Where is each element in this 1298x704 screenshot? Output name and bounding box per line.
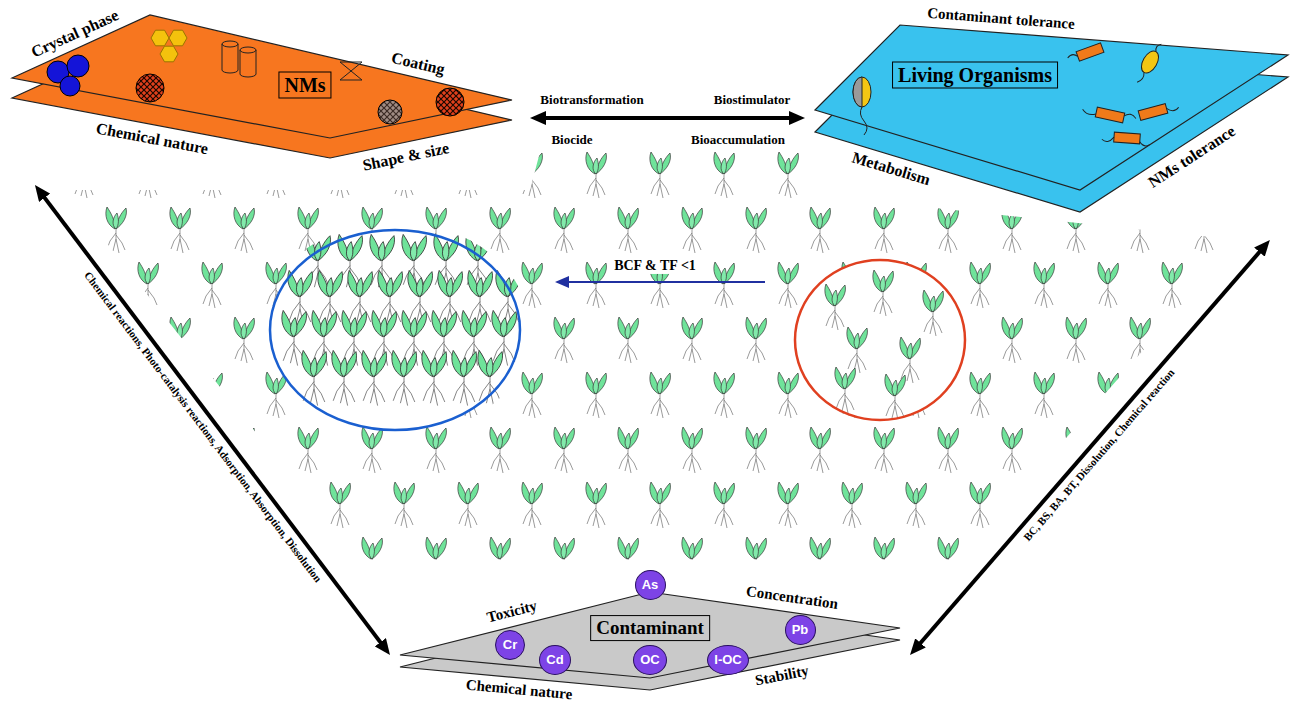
plant-icon: [302, 350, 327, 405]
bacterial-rod: [1082, 104, 1137, 125]
plant-icon: [847, 327, 868, 373]
bacterium-icon: [1132, 40, 1167, 86]
plant-icon: [318, 270, 343, 325]
element-symbol: Cr: [503, 638, 517, 652]
edge-label: BC, BS, BA, BT, Dissolution, Chemical re…: [1021, 366, 1177, 543]
nanomaterial-panel: NMsCrystal phaseCoatingChemical natureSh…: [0, 0, 530, 185]
plant-icon: [923, 290, 944, 336]
ratio-arrow: [562, 281, 765, 283]
edge-label: Chemical reactions, Photo-catalysis reac…: [82, 269, 325, 584]
plant-icon: [452, 350, 477, 405]
plant-icon: [392, 350, 417, 405]
plant-icon: [332, 350, 357, 405]
double-arrow: [538, 116, 797, 120]
plant-icon: [438, 270, 463, 325]
plant-icon: [408, 270, 433, 325]
bacterial-rod: [1067, 43, 1104, 65]
contaminant-circle: As: [635, 570, 666, 600]
plant-icon: [348, 270, 373, 325]
contaminant-panel: ContaminantToxicityConcentrationChemical…: [390, 566, 910, 704]
low-uptake-circle: [795, 260, 965, 420]
contaminant-circle: OC: [633, 645, 667, 675]
panel-title: Contaminant: [590, 615, 710, 641]
element-symbol: OC: [640, 653, 660, 667]
plant-icon: [825, 284, 846, 330]
plant-icon: [468, 270, 493, 325]
ratio-label: BCF & TF <1: [611, 258, 699, 274]
contaminant-circle: Cr: [495, 630, 525, 660]
interaction-label: Bioaccumulation: [691, 133, 785, 148]
element-symbol: Cd: [546, 653, 563, 667]
plant-icon: [492, 310, 517, 365]
interaction-label: Biostimulator: [714, 93, 791, 108]
bacterium-icon: [853, 77, 871, 135]
element-symbol: I-OC: [714, 653, 741, 667]
element-symbol: Pb: [792, 623, 809, 637]
interaction-label: Biotransformation: [540, 93, 643, 108]
organism-panel: Living OrganismsContaminant toleranceMet…: [805, 0, 1298, 240]
element-symbol: As: [642, 578, 659, 592]
plane-upper: [815, 25, 1288, 190]
panel-title: Living Organisms: [892, 62, 1058, 89]
bacterial-rod: [1102, 131, 1151, 146]
contaminant-circle: I-OC: [707, 645, 749, 675]
plant-rows: [65, 152, 1240, 560]
sparse-plants: [825, 270, 944, 420]
contaminant-circle: Pb: [785, 615, 816, 645]
high-uptake-circle: [270, 230, 520, 430]
bacterial-rod: [1138, 100, 1179, 120]
plant-icon: [288, 270, 313, 325]
plant-icon: [873, 270, 894, 316]
double-arrow: [915, 246, 1264, 649]
interaction-label: Biocide: [551, 133, 592, 148]
nanoparticle-cluster: [47, 55, 89, 96]
organism-plane: [805, 0, 1298, 240]
plant-icon: [362, 350, 387, 405]
plant-icon: [885, 374, 906, 420]
plant-icon: [835, 367, 856, 413]
contaminant-circle: Cd: [539, 645, 571, 675]
panel-title: NMs: [278, 72, 331, 99]
plant-icon: [422, 350, 447, 405]
plant-icon: [478, 350, 503, 405]
double-arrow: [40, 191, 385, 648]
plant-icon: [378, 270, 403, 325]
plant-icon: [900, 337, 921, 383]
hexagon-crystals: [151, 30, 187, 62]
